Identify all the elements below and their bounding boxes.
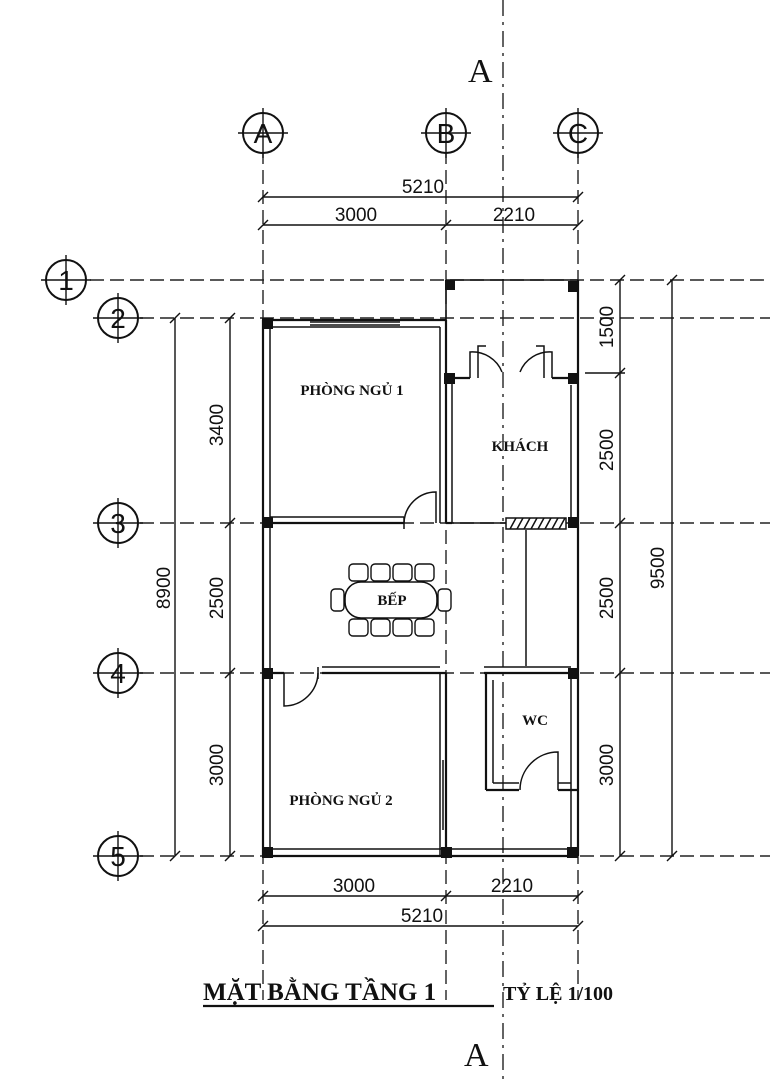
grid-bubble-2: 2 [93, 293, 143, 343]
chair [348, 563, 369, 582]
door-wc [519, 751, 559, 791]
dim-bottom-total: 5210 [401, 906, 443, 927]
dining-table [330, 563, 452, 637]
chair [437, 588, 452, 612]
title-main: MẶT BẰNG TẦNG 1 [203, 977, 436, 1006]
dim-right-3: 2500 [597, 577, 618, 619]
column [568, 668, 579, 679]
grid-label-5: 5 [110, 841, 126, 872]
chair [370, 618, 391, 637]
column [567, 847, 578, 858]
dimension-top: 5210 3000 2210 [257, 177, 584, 231]
column [262, 318, 273, 329]
dim-left-1: 3400 [207, 404, 228, 446]
section-mark-bottom: A [464, 1037, 489, 1074]
column [441, 847, 452, 858]
room-label-bedroom-2: PHÒNG NGỦ 2 [289, 792, 392, 809]
dimension-bottom: 3000 2210 5210 [257, 876, 584, 932]
dim-bottom-right: 2210 [491, 876, 533, 897]
chair [370, 563, 391, 582]
dim-right-2: 2500 [597, 429, 618, 471]
structural-columns [262, 280, 579, 858]
dim-right-1: 1500 [597, 306, 618, 348]
chair [330, 588, 345, 612]
grid-label-c: C [568, 118, 588, 149]
dimension-left: 8900 3400 2500 3000 [154, 312, 236, 862]
column [445, 280, 455, 290]
grid-label-3: 3 [110, 508, 126, 539]
dim-top-right: 2210 [493, 205, 535, 226]
dim-left-2: 2500 [207, 577, 228, 619]
column [568, 373, 579, 384]
room-label-kitchen: BẾP [377, 592, 406, 609]
grid-bubble-4: 4 [93, 648, 143, 698]
column [262, 517, 273, 528]
room-label-living: KHÁCH [492, 438, 549, 455]
dim-right-total: 9500 [648, 547, 669, 589]
column [262, 668, 273, 679]
grid-bubble-1: 1 [41, 255, 91, 305]
dim-bottom-left: 3000 [333, 876, 375, 897]
doors [283, 345, 559, 791]
dim-top-left: 3000 [335, 205, 377, 226]
dim-left-total: 8900 [154, 567, 175, 609]
grid-label-2: 2 [110, 303, 126, 334]
dim-right-4: 3000 [597, 744, 618, 786]
chair [392, 618, 413, 637]
column [568, 281, 579, 292]
grid-bubble-c: C [553, 108, 603, 158]
grid-label-4: 4 [110, 658, 126, 689]
dim-left-3: 3000 [207, 744, 228, 786]
hatched-wall-section [505, 517, 567, 530]
grid-label-b: B [437, 118, 456, 149]
chair [392, 563, 413, 582]
grid-label-1: 1 [58, 265, 74, 296]
grid-bubble-a: A [238, 108, 288, 158]
column [568, 517, 579, 528]
dim-top-total: 5210 [402, 177, 444, 198]
dimension-right: 1500 2500 2500 3000 9500 [585, 274, 678, 862]
door-living-left [469, 351, 503, 378]
grid-bubble-5: 5 [93, 831, 143, 881]
door-living-right [519, 351, 553, 378]
room-label-bedroom-1: PHÒNG NGỦ 1 [300, 382, 403, 399]
title-scale: TỶ LỆ 1/100 [503, 982, 613, 1005]
section-mark-top: A [468, 53, 493, 90]
drawing-title: MẶT BẰNG TẦNG 1 TỶ LỆ 1/100 [203, 977, 613, 1008]
chair [348, 618, 369, 637]
door-bedroom-1 [403, 491, 437, 524]
room-label-wc: WC [522, 713, 548, 729]
grid-label-a: A [254, 118, 273, 149]
chair [414, 618, 435, 637]
column [262, 847, 273, 858]
chair [414, 563, 435, 582]
grid-bubble-b: B [421, 108, 471, 158]
column [444, 373, 455, 384]
grid-bubble-3: 3 [93, 498, 143, 548]
door-bedroom-2 [283, 672, 319, 707]
